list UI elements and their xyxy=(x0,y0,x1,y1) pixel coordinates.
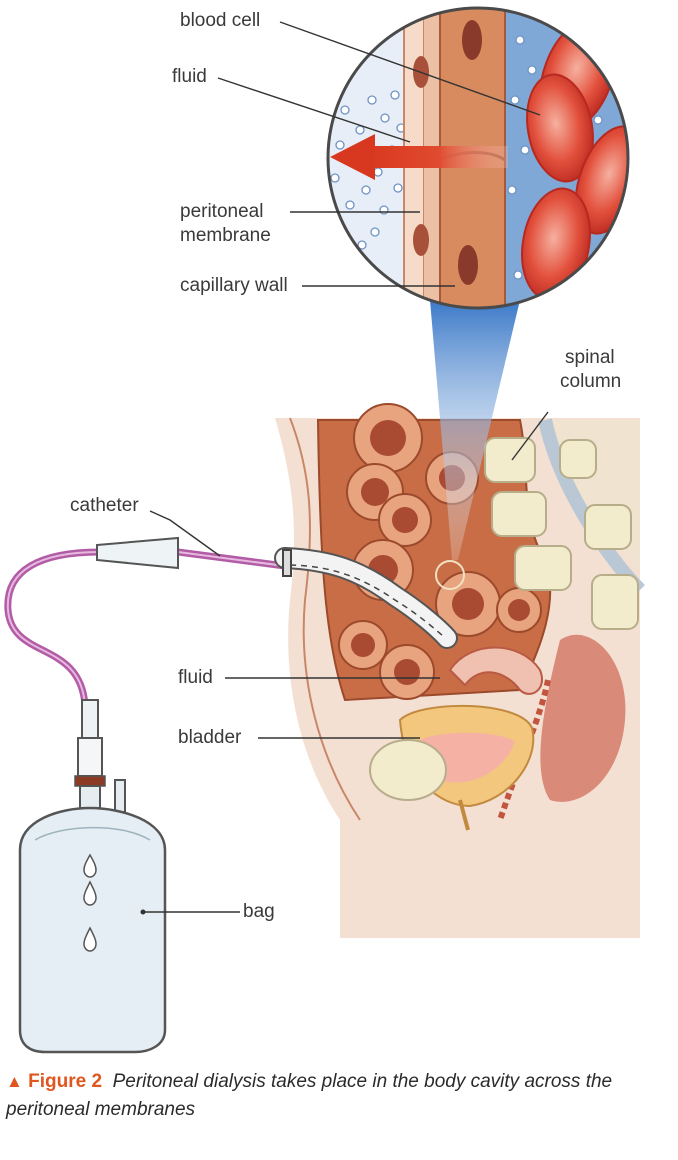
label-capillary-wall: capillary wall xyxy=(180,275,288,297)
label-bag: bag xyxy=(243,901,275,923)
figure-number: Figure 2 xyxy=(28,1071,102,1092)
label-bladder: bladder xyxy=(178,727,241,749)
label-catheter: catheter xyxy=(70,495,139,517)
magnified-view xyxy=(320,0,657,320)
label-peritoneal-membrane-line1: peritoneal xyxy=(180,201,263,223)
figure-caption: ▲ Figure 2 Peritoneal dialysis takes pla… xyxy=(6,1068,666,1124)
label-peritoneal-membrane-line2: membrane xyxy=(180,225,271,247)
triangle-marker-icon: ▲ xyxy=(6,1072,23,1091)
dialysis-bag xyxy=(20,700,165,1052)
catheter-connector xyxy=(97,538,178,568)
label-spinal-column-line2: column xyxy=(560,371,621,393)
label-fluid-top: fluid xyxy=(172,66,207,88)
label-blood-cell: blood cell xyxy=(180,10,260,32)
label-fluid-bottom: fluid xyxy=(178,667,213,689)
label-spinal-column-line1: spinal xyxy=(565,347,615,369)
